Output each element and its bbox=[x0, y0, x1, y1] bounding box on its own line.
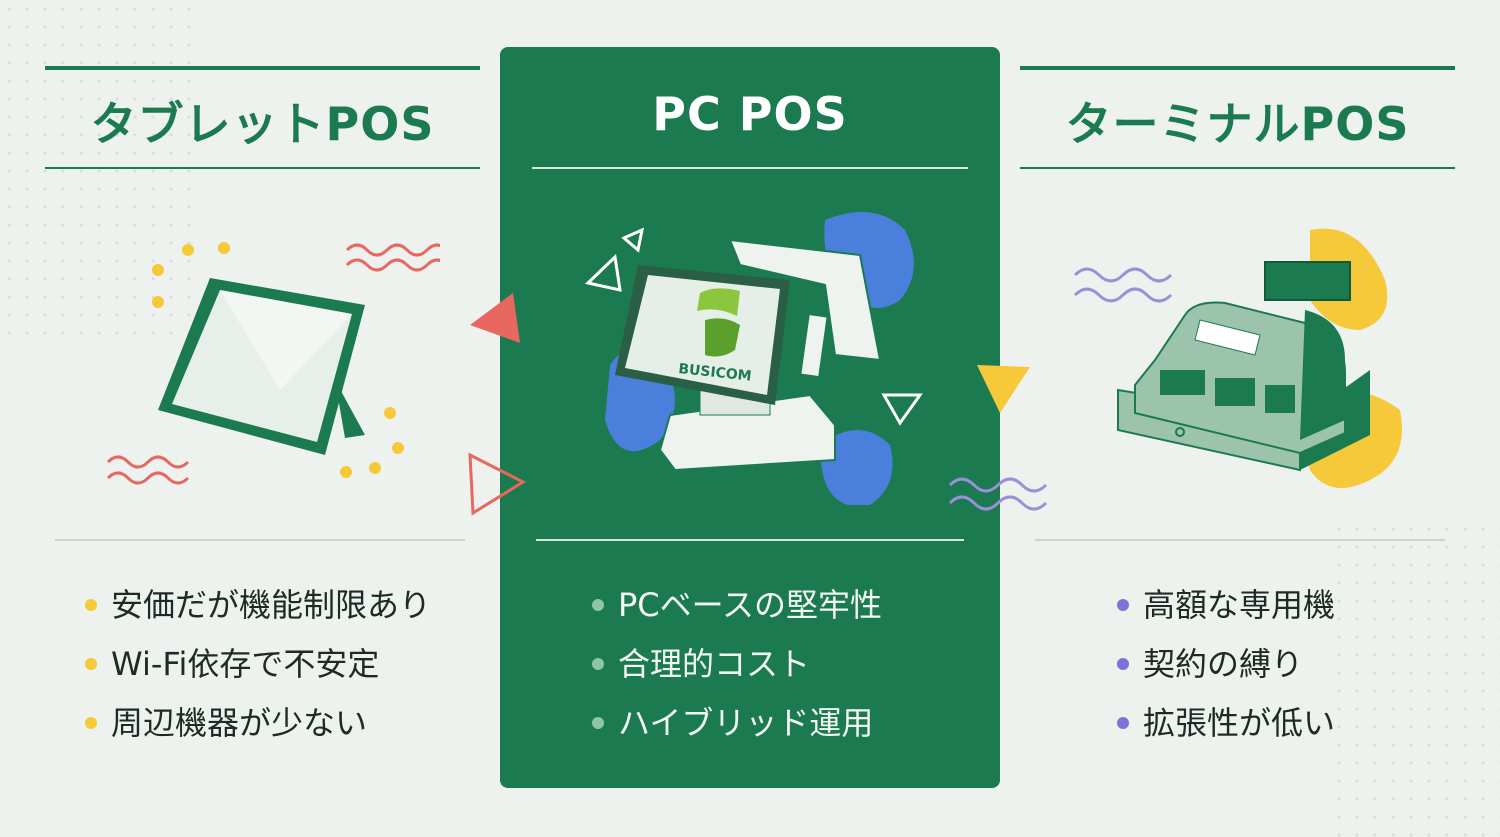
bullet-icon bbox=[1117, 657, 1129, 670]
bullet-icon bbox=[1117, 716, 1129, 729]
bullet-icon bbox=[85, 716, 97, 729]
list-item: 高額な専用機 bbox=[1117, 575, 1335, 634]
dot-pattern bbox=[0, 0, 200, 340]
triangle-decoration bbox=[468, 293, 527, 516]
tablet-icon bbox=[106, 242, 440, 485]
bullet-icon bbox=[85, 598, 97, 611]
pc-pos-terminal-icon: BUSICOM bbox=[584, 212, 923, 505]
bullet-text: ハイブリッド運用 bbox=[618, 703, 874, 742]
bullet-text: 合理的コスト bbox=[618, 644, 811, 683]
column-title: タブレットPOS bbox=[90, 97, 435, 151]
column-title: ターミナルPOS bbox=[1065, 97, 1410, 151]
list-item: 拡張性が低い bbox=[1117, 693, 1335, 752]
list-item: Wi-Fi依存で不安定 bbox=[85, 634, 431, 693]
divider bbox=[55, 539, 465, 541]
triangle-decoration bbox=[948, 365, 1048, 511]
bullet-icon bbox=[592, 598, 604, 611]
bullet-text: 契約の縛り bbox=[1143, 644, 1304, 683]
bullet-text: 拡張性が低い bbox=[1143, 703, 1336, 742]
brand-logo-text: BUSICOM bbox=[678, 361, 753, 385]
bullet-icon bbox=[1117, 598, 1129, 611]
divider bbox=[45, 66, 480, 70]
column-title: PC POS bbox=[652, 87, 848, 141]
divider bbox=[536, 539, 964, 541]
list-item: 契約の縛り bbox=[1117, 634, 1335, 693]
bullet-icon bbox=[592, 657, 604, 670]
list-item: 安価だが機能制限あり bbox=[85, 575, 431, 634]
bullet-text: 周辺機器が少ない bbox=[111, 703, 368, 742]
bullet-list: PCベースの堅牢性 合理的コスト ハイブリッド運用 bbox=[592, 575, 882, 752]
bullet-icon bbox=[85, 657, 97, 670]
bullet-text: Wi-Fi依存で不安定 bbox=[111, 644, 380, 683]
divider bbox=[45, 167, 480, 169]
bullet-icon bbox=[592, 716, 604, 729]
bullet-text: 高額な専用機 bbox=[1143, 585, 1336, 624]
cash-register-icon bbox=[1073, 228, 1402, 488]
divider bbox=[1020, 167, 1455, 169]
divider bbox=[1020, 66, 1455, 70]
bullet-text: 安価だが機能制限あり bbox=[111, 585, 432, 624]
dot-pattern bbox=[1330, 520, 1500, 837]
bullet-text: PCベースの堅牢性 bbox=[618, 585, 883, 624]
column-terminal-pos: ターミナルPOS 高額な専用機 契約の縛り 拡張性が低い bbox=[1020, 0, 1455, 837]
list-item: 周辺機器が少ない bbox=[85, 693, 431, 752]
divider bbox=[532, 167, 968, 169]
list-item: 合理的コスト bbox=[592, 634, 882, 693]
column-tablet-pos: タブレットPOS 安価だが機能制限あり Wi-Fi依存で不安定 周辺機器が少ない bbox=[45, 0, 480, 837]
list-item: ハイブリッド運用 bbox=[592, 693, 882, 752]
bullet-list: 安価だが機能制限あり Wi-Fi依存で不安定 周辺機器が少ない bbox=[85, 575, 431, 752]
bullet-list: 高額な専用機 契約の縛り 拡張性が低い bbox=[1117, 575, 1335, 752]
list-item: PCベースの堅牢性 bbox=[592, 575, 882, 634]
divider bbox=[1035, 539, 1445, 541]
